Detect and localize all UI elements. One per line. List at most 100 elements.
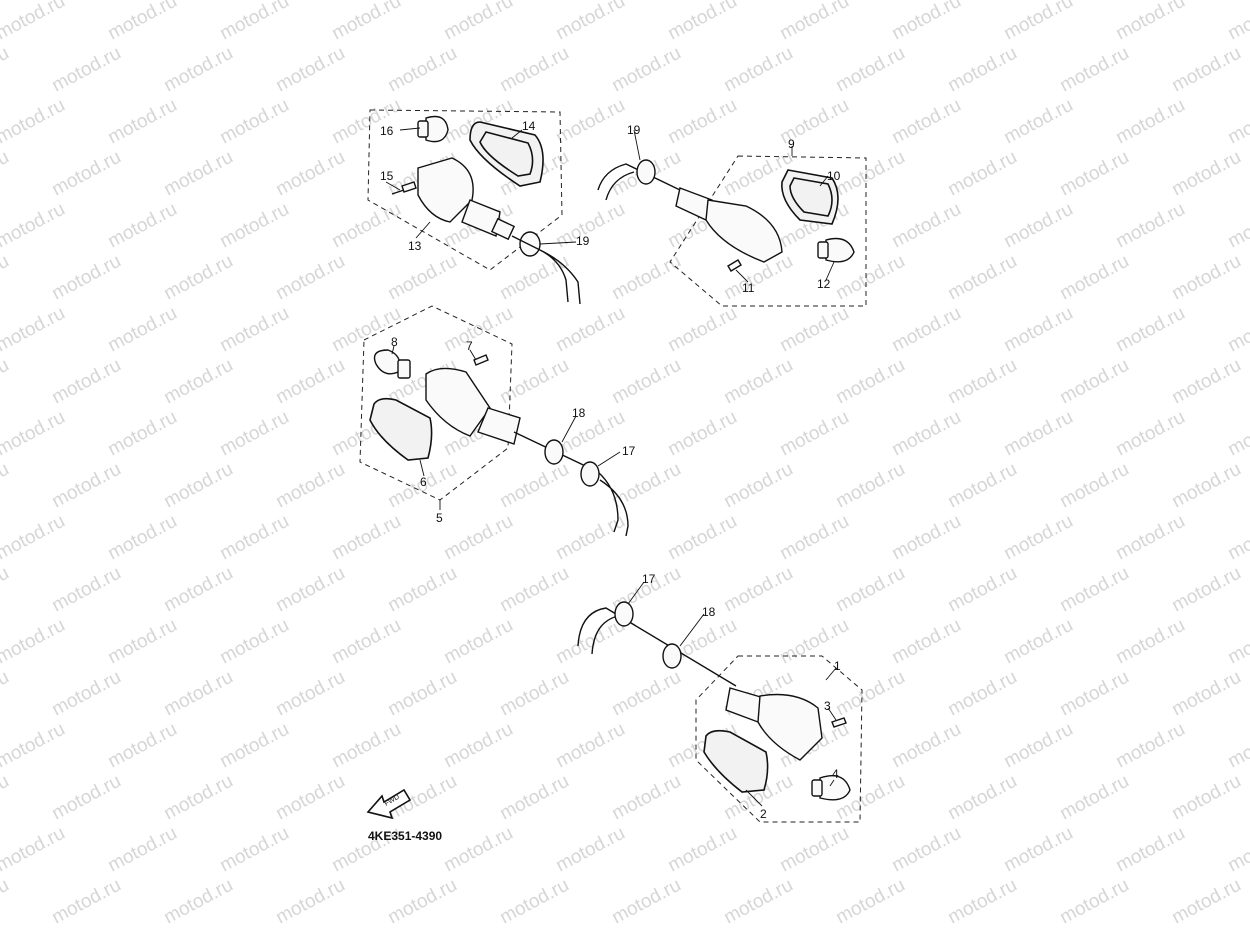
callout-9: 9 (788, 137, 795, 151)
watermark-text: motod.ru (48, 563, 124, 617)
watermark-text: motod.ru (0, 667, 13, 721)
part-6-lens[interactable] (369, 397, 433, 461)
part-5-housing[interactable] (425, 367, 521, 445)
watermark-text: motod.ru (888, 95, 964, 149)
watermark-text: motod.ru (552, 199, 628, 253)
watermark-text: motod.ru (1000, 0, 1076, 44)
callout-15: 15 (380, 169, 394, 183)
watermark-text: motod.ru (104, 0, 180, 44)
watermark-text: motod.ru (104, 615, 180, 669)
part-15-screw[interactable] (391, 181, 417, 195)
watermark-text: motod.ru (160, 147, 236, 201)
watermark-text: motod.ru (496, 667, 572, 721)
part-11-screw[interactable] (727, 259, 742, 272)
watermark-text: motod.ru (944, 875, 1020, 929)
part-17-grommet-b[interactable] (614, 601, 634, 627)
watermark-text: motod.ru (944, 667, 1020, 721)
watermark-text: motod.ru (160, 43, 236, 97)
watermark-text: motod.ru (720, 875, 796, 929)
watermark-text: motod.ru (0, 355, 13, 409)
part-18-grommet-a[interactable] (544, 439, 564, 465)
watermark-text: motod.ru (0, 459, 13, 513)
watermark-text: motod.ru (552, 0, 628, 44)
watermark-text: motod.ru (1224, 511, 1250, 565)
watermark-text: motod.ru (272, 875, 348, 929)
watermark-text: motod.ru (888, 303, 964, 357)
part-3-screw[interactable] (831, 717, 847, 728)
watermark-text: motod.ru (48, 459, 124, 513)
watermark-text: motod.ru (1224, 823, 1250, 877)
part-13-housing[interactable] (417, 157, 516, 241)
watermark-text: motod.ru (48, 251, 124, 305)
watermark-text: motod.ru (664, 95, 740, 149)
watermark-text: motod.ru (48, 667, 124, 721)
callout-6: 6 (420, 475, 427, 489)
part-2-lens[interactable] (703, 729, 769, 793)
watermark-text: motod.ru (0, 511, 69, 565)
watermark-text: motod.ru (1224, 407, 1250, 461)
watermark-text: motod.ru (0, 95, 69, 149)
callout-10: 10 (827, 169, 841, 183)
watermark-text: motod.ru (888, 199, 964, 253)
watermark-text: motod.ru (608, 251, 684, 305)
watermark-text: motod.ru (216, 511, 292, 565)
watermark-text: motod.ru (776, 303, 852, 357)
watermark-text: motod.ru (1112, 303, 1188, 357)
watermark-text: motod.ru (888, 615, 964, 669)
watermark-text: motod.ru (1056, 875, 1132, 929)
part-10-lens[interactable] (781, 169, 839, 225)
part-16-bulb[interactable] (417, 115, 449, 143)
watermark-text: motod.ru (720, 43, 796, 97)
watermark-text: motod.ru (0, 719, 69, 773)
part-9-housing[interactable] (675, 187, 783, 263)
watermark-text: motod.ru (776, 823, 852, 877)
part-18-grommet-b[interactable] (662, 643, 682, 669)
part-19-grommet-b[interactable] (636, 159, 656, 185)
watermark-text: motod.ru (552, 407, 628, 461)
callout-1: 1 (834, 659, 841, 673)
part-4-bulb[interactable] (811, 775, 851, 801)
watermark-text: motod.ru (496, 563, 572, 617)
watermark-text: motod.ru (104, 407, 180, 461)
watermark-text: motod.ru (832, 563, 908, 617)
watermark-text: motod.ru (160, 251, 236, 305)
part-19-grommet-a[interactable] (519, 231, 541, 257)
part-7-screw[interactable] (473, 354, 489, 366)
part-12-bulb[interactable] (817, 237, 855, 263)
watermark-text: motod.ru (0, 771, 13, 825)
watermark-text: motod.ru (1000, 615, 1076, 669)
watermark-text: motod.ru (608, 459, 684, 513)
assembly-1 (577, 601, 863, 823)
watermark-text: motod.ru (1168, 875, 1244, 929)
callout-17b: 17 (642, 572, 656, 586)
part-14-lens[interactable] (469, 121, 544, 187)
watermark-text: motod.ru (1112, 407, 1188, 461)
watermark-text: motod.ru (776, 0, 852, 44)
watermark-text: motod.ru (1056, 459, 1132, 513)
watermark-text: motod.ru (720, 459, 796, 513)
watermark-text: motod.ru (272, 251, 348, 305)
watermark-text: motod.ru (272, 771, 348, 825)
watermark-text: motod.ru (944, 147, 1020, 201)
part-8-bulb[interactable] (373, 349, 411, 379)
watermark-text: motod.ru (496, 251, 572, 305)
watermark-text: motod.ru (1112, 95, 1188, 149)
watermark-text: motod.ru (664, 0, 740, 44)
part-1-housing[interactable] (725, 687, 823, 761)
watermark-text: motod.ru (272, 355, 348, 409)
callouts: 16 14 15 13 19 19 9 10 11 12 8 7 6 5 18 … (380, 119, 841, 821)
watermark-text: motod.ru (1000, 719, 1076, 773)
callout-18a: 18 (572, 406, 586, 420)
watermark-text: motod.ru (608, 667, 684, 721)
callout-7: 7 (466, 339, 473, 353)
watermark-text: motod.ru (0, 199, 69, 253)
watermark-text: motod.ru (272, 459, 348, 513)
watermark-text: motod.ru (384, 43, 460, 97)
watermark-text: motod.ru (720, 355, 796, 409)
watermark-text: motod.ru (608, 771, 684, 825)
watermark-text: motod.ru (1168, 251, 1244, 305)
part-17-grommet-a[interactable] (580, 461, 600, 487)
watermark-text: motod.ru (104, 303, 180, 357)
watermark-text: motod.ru (944, 43, 1020, 97)
